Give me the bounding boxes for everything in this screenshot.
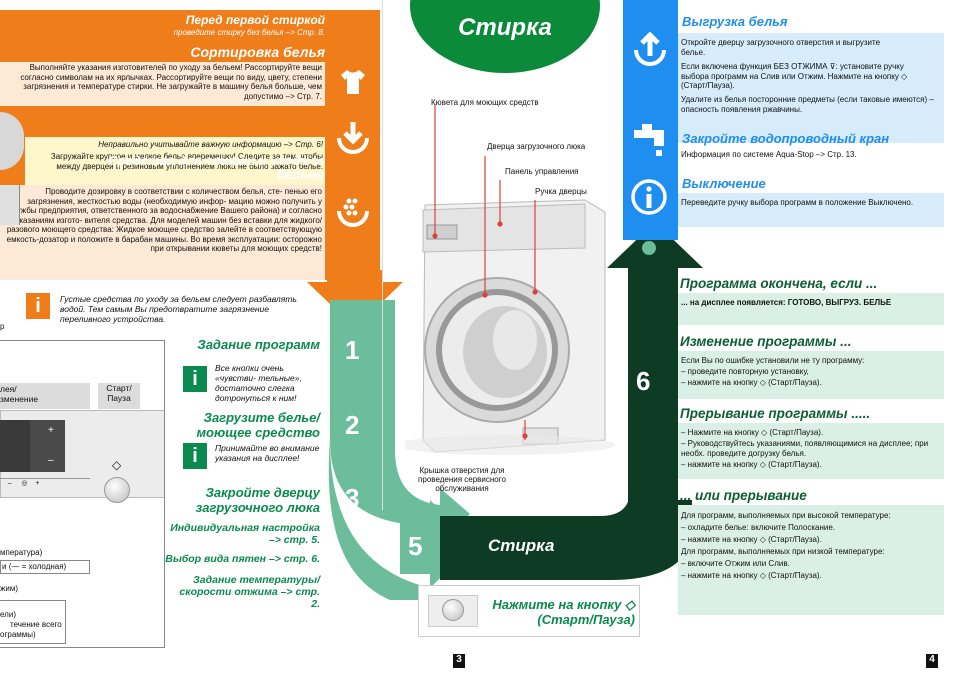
tap-text: Информация по системе Aqua-Stop –> Стр. … xyxy=(681,150,857,159)
temp-box xyxy=(0,560,90,574)
link-stains[interactable]: Выбор вида пятен –> стр. 6. xyxy=(165,553,320,565)
tap-icon xyxy=(630,120,670,160)
pause-text: – Нажмите на кнопку ◇ (Старт/Пауза). – Р… xyxy=(681,428,929,469)
orange-arrow-head xyxy=(307,270,403,328)
tip1-icon: i xyxy=(183,366,207,392)
mode-1: жим) xyxy=(0,584,18,593)
sort-box xyxy=(0,62,325,106)
abort-heading: ... или прерывание xyxy=(680,488,807,503)
step-number-4: 4 xyxy=(365,522,380,552)
unload-text-3: Удалите из белья посторонние предметы (е… xyxy=(681,95,934,114)
label-handle: Ручка дверцы xyxy=(535,187,587,196)
start-diamond-icon: ◇ xyxy=(112,458,122,472)
steps-title: Задание программ xyxy=(197,337,320,352)
display-right xyxy=(30,420,65,472)
center-frame xyxy=(382,0,624,510)
info-icon: i xyxy=(26,293,50,319)
main-title: Стирка xyxy=(458,14,552,41)
plus-button[interactable]: + xyxy=(48,425,54,436)
done-box xyxy=(678,293,944,325)
note-box xyxy=(25,137,325,185)
press-start-button[interactable] xyxy=(428,595,478,627)
left-cutoff-p: р xyxy=(0,322,5,331)
left-panel-border xyxy=(0,340,165,648)
done-text: ... на дисплее появляется: ГОТОВО, ВЫГРУ… xyxy=(681,298,892,307)
detergent-heading: Средства для стирки и ухода за бельем xyxy=(108,153,325,182)
done-heading: Программа окончена, если ... xyxy=(680,276,878,291)
download-arrow-icon xyxy=(335,118,371,154)
off-box xyxy=(678,193,944,227)
mode-4: ограммы) xyxy=(0,630,36,639)
unload-heading: Выгрузка белья xyxy=(682,14,788,29)
note2: Загружайте крупное и мелкое белье вперем… xyxy=(50,152,323,171)
step-number-2: 2 xyxy=(345,410,360,440)
wash-arrow-label: Стирка xyxy=(488,536,555,555)
unload-text-1: Откройте дверцу загрузочного отверстия и… xyxy=(681,38,881,57)
change-text: Если Вы по ошибке установили не ту прогр… xyxy=(681,356,865,387)
page-number-4: 4 xyxy=(926,654,938,668)
upload-arrow-icon xyxy=(632,30,668,66)
pause-box xyxy=(678,423,944,479)
panel-col2: Старт/ Пауза xyxy=(98,383,140,409)
link-temp-spin[interactable]: Задание температуры/ скорости отжима –> … xyxy=(179,574,320,610)
mode-2: ели) xyxy=(0,610,16,619)
dose-text: Проводите дозировку в соответствии с кол… xyxy=(6,187,322,253)
washing-machine xyxy=(405,199,615,455)
info-circle-icon xyxy=(630,178,668,216)
tip2-icon: i xyxy=(183,443,207,469)
press-start-text: Нажмите на кнопку ◇ (Старт/Пауза) xyxy=(492,597,635,627)
drawer-thumb xyxy=(0,185,20,225)
leader-lines xyxy=(432,104,538,440)
step2-text: Загрузите белье/ моющее средство xyxy=(196,410,320,440)
abort-text: Для программ, выполняемых при высокой те… xyxy=(681,511,891,580)
change-heading: Изменение программы ... xyxy=(680,334,852,349)
label-service-cover: Крышка отверстия для проведения сервисно… xyxy=(418,466,506,493)
orange-title-sub: проведите стирку без белья –> Стр. 8. xyxy=(173,28,325,37)
pause-heading: Прерывание программы ..... xyxy=(680,406,871,421)
minus-button[interactable]: – xyxy=(48,455,54,466)
tip2-text: Принимайте во внимание указания на диспл… xyxy=(215,443,320,463)
control-strip: – ◎ + xyxy=(0,478,90,488)
mode-box xyxy=(0,600,66,644)
panel-col1: лея/ зменение xyxy=(0,383,90,409)
start-button[interactable] xyxy=(104,477,130,503)
link-custom[interactable]: Индивидуальная настройка –> стр. 5. xyxy=(170,522,320,546)
change-box xyxy=(678,351,944,399)
sort-heading: Сортировка белья xyxy=(190,44,325,60)
green-dot xyxy=(642,241,656,255)
press-start-circle[interactable] xyxy=(442,599,464,621)
unload-box xyxy=(678,33,944,143)
step-number-6: 6 xyxy=(636,366,651,396)
shirt-icon xyxy=(337,66,369,98)
off-heading: Выключение xyxy=(682,176,766,191)
temp-label2: и (— = холодная) xyxy=(2,562,67,571)
powder-icon xyxy=(335,193,371,229)
label-kuveta: Кювета для моющих средств xyxy=(431,98,539,107)
step-number-3: 3 xyxy=(345,483,360,513)
unload-text-2: Если включена функция БЕЗ ОТЖИМА ⊽: уста… xyxy=(681,62,908,90)
dose-box xyxy=(0,185,325,280)
label-panel: Панель управления xyxy=(505,167,579,176)
sort-text: Выполняйте указания изготовителей по ухо… xyxy=(20,63,322,101)
label-door: Дверца загрузочного люка xyxy=(487,142,586,151)
info-text: Густые средства по уходу за бельем следу… xyxy=(60,294,297,324)
dark-green-column xyxy=(628,260,678,525)
step3-text: Закройте дверцу загрузочного люка xyxy=(195,485,320,515)
step-number-5: 5 xyxy=(408,531,423,561)
tap-heading: Закройте водопроводный кран xyxy=(682,131,890,146)
orange-title: Перед первой стиркой xyxy=(185,13,325,27)
off-text: Переведите ручку выбора программ в полож… xyxy=(681,198,914,207)
temp-label: мпература) xyxy=(0,548,43,557)
tip1-text: Все кнопки очень «чувстви- тельные», дос… xyxy=(215,363,302,403)
note1: Неправильно учитывайте важную информацию… xyxy=(98,140,323,149)
mode-3: течение всего xyxy=(10,620,62,629)
abort-box xyxy=(678,505,944,615)
page-number-3: 3 xyxy=(453,654,465,668)
step-number-1: 1 xyxy=(345,335,360,365)
